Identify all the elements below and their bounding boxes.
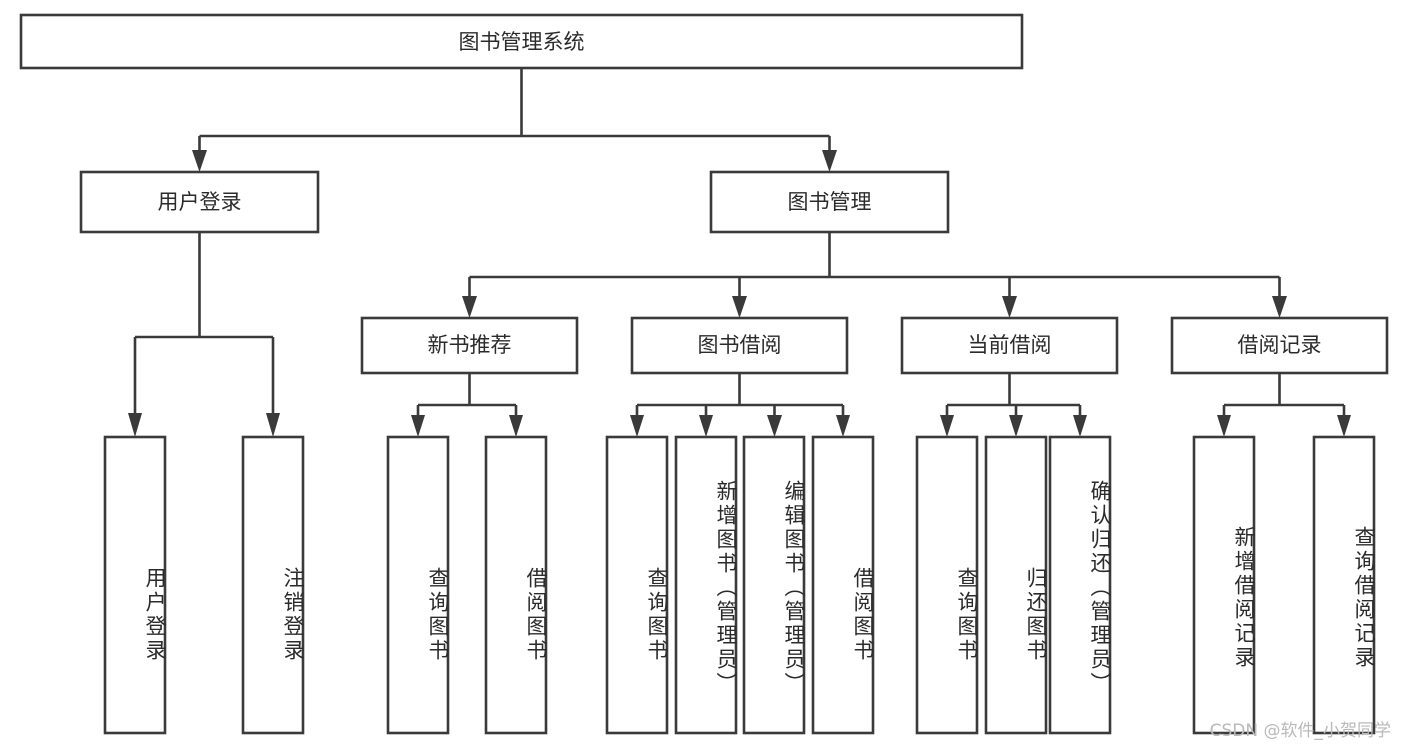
node-box-leaf-edit-book[interactable]	[742, 435, 806, 735]
connector-group-new-book-recommend	[411, 373, 523, 437]
arrow-head-icon	[1337, 415, 1351, 437]
node-label-book-borrow: 图书借阅	[698, 333, 782, 357]
node-box-leaf-logout[interactable]	[241, 435, 305, 735]
arrow-head-icon	[192, 150, 207, 172]
node-book-borrow[interactable]: 图书借阅	[630, 316, 849, 375]
node-box-user-login[interactable]	[79, 170, 320, 234]
connector-group-borrow-record	[1217, 373, 1351, 437]
node-current-borrow[interactable]: 当前借阅	[900, 316, 1119, 375]
arrow-head-icon	[411, 415, 425, 437]
node-box-leaf-add-record[interactable]	[1192, 435, 1256, 735]
node-box-leaf-borrow-book-1[interactable]	[484, 435, 548, 735]
connector-group-book-borrow	[630, 373, 850, 437]
node-box-new-book-recommend[interactable]	[360, 316, 579, 375]
arrow-head-icon	[822, 150, 837, 172]
connector-group-user-login	[128, 232, 280, 437]
node-box-leaf-confirm-return[interactable]	[1048, 435, 1112, 735]
node-label-book-management: 图书管理	[788, 190, 872, 214]
node-label-new-book-recommend: 新书推荐	[428, 333, 512, 357]
arrow-head-icon	[732, 296, 747, 318]
node-label-borrow-record: 借阅记录	[1238, 333, 1322, 357]
node-label-root: 图书管理系统	[459, 30, 585, 54]
node-box-leaf-query-record[interactable]	[1312, 435, 1376, 735]
node-label-current-borrow: 当前借阅	[968, 333, 1052, 357]
arrow-head-icon	[509, 415, 523, 437]
node-book-management[interactable]: 图书管理	[709, 170, 950, 234]
arrow-head-icon	[836, 415, 850, 437]
arrow-head-icon	[1009, 415, 1023, 437]
node-box-leaf-query-book-3[interactable]	[915, 435, 979, 735]
node-label-user-login: 用户登录	[158, 190, 242, 214]
arrow-head-icon	[767, 415, 782, 437]
arrow-head-icon	[266, 413, 280, 437]
node-box-borrow-record[interactable]	[1170, 316, 1389, 375]
node-box-leaf-query-book-2[interactable]	[605, 435, 669, 735]
arrow-head-icon	[1272, 296, 1287, 318]
node-box-leaf-add-book[interactable]	[674, 435, 738, 735]
leaf-box-group	[103, 435, 1376, 735]
arrow-head-icon	[1217, 415, 1231, 437]
node-box-current-borrow[interactable]	[900, 316, 1119, 375]
node-box-leaf-query-book-1[interactable]	[386, 435, 450, 735]
node-box-book-borrow[interactable]	[630, 316, 849, 375]
connector-group-root	[192, 68, 837, 172]
arrow-head-icon	[462, 296, 477, 318]
connector-group-book-management	[462, 232, 1287, 318]
node-borrow-record[interactable]: 借阅记录	[1170, 316, 1389, 375]
arrow-head-icon	[1073, 415, 1087, 437]
node-box-leaf-borrow-book-2[interactable]	[811, 435, 875, 735]
arrow-head-icon	[940, 415, 954, 437]
connector-group-current-borrow	[940, 373, 1087, 437]
node-user-login[interactable]: 用户登录	[79, 170, 320, 234]
node-box-book-management[interactable]	[709, 170, 950, 234]
node-box-root[interactable]	[19, 13, 1024, 70]
arrow-head-icon	[630, 415, 644, 437]
arrow-head-icon	[1002, 296, 1017, 318]
node-root-system[interactable]: 图书管理系统	[19, 13, 1024, 70]
arrow-head-icon	[699, 415, 713, 437]
arrow-head-icon	[128, 413, 142, 437]
node-box-leaf-user-login[interactable]	[103, 435, 167, 735]
node-new-book-recommend[interactable]: 新书推荐	[360, 316, 579, 375]
csdn-watermark: CSDN @软件_小贺同学	[1209, 721, 1391, 741]
node-box-leaf-return-book[interactable]	[984, 435, 1048, 735]
